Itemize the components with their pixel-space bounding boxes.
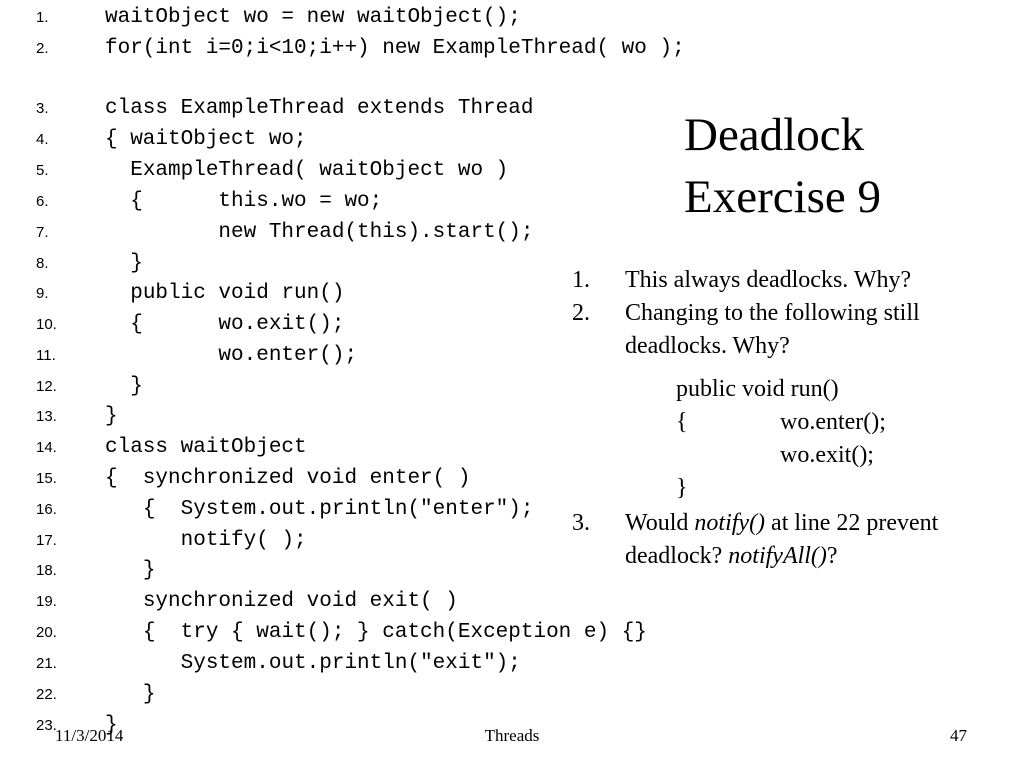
line-number: 7. [36,224,49,241]
question-number: 1. [572,267,590,293]
code-text: ExampleThread( waitObject wo ) [130,159,509,182]
line-number: 18. [36,562,57,579]
question-text: This always deadlocks. Why? [625,267,912,293]
line-number: 3. [36,100,49,117]
page-number: 47 [950,726,967,745]
footer-date: 11/3/2014 [55,726,124,745]
snippet-line: wo.exit(); [676,439,1012,472]
snippet-text: wo.exit(); [780,442,874,468]
code-text: } [105,714,118,737]
line-number: 12. [36,378,57,395]
line-number: 13. [36,408,57,425]
slide-title: Deadlock Exercise 9 [684,104,881,228]
question-2: 2. Changing to the following still deadl… [572,297,1012,363]
code-text: { synchronized void enter( ) [105,467,471,490]
code-snippet: public void run() { wo.enter(); wo.exit();} [676,373,1012,505]
code-text: wo.enter(); [218,344,358,367]
emphasis-notifyall: notifyAll() [728,543,827,569]
snippet-brace: } [676,475,688,501]
question-number: 2. [572,300,590,326]
snippet-line: public void run() [676,373,1012,406]
code-text: { waitObject wo; [105,128,307,151]
line-number: 21. [36,655,57,672]
code-text: } [105,405,118,428]
code-text: } [130,375,143,398]
line-number: 16. [36,501,57,518]
code-text: synchronized void exit( ) [142,590,458,613]
question-text: Changing to the following still deadlock… [625,300,920,359]
title-line-2: Exercise 9 [684,171,882,223]
code-text: System.out.println("exit"); [180,652,521,675]
title-line-1: Deadlock [684,109,865,161]
line-number: 19. [36,593,57,610]
line-number: 10. [36,316,57,333]
code-text: { System.out.println("enter"); [142,498,534,521]
code-text: class waitObject [105,436,307,459]
code-text: for(int i=0;i<10;i++) new ExampleThread(… [105,37,685,60]
snippet-line: } [676,472,1012,505]
line-number: 15. [36,470,57,487]
emphasis-notify: notify() [694,510,766,536]
snippet-brace: { [676,409,688,435]
line-number: 1. [36,9,49,26]
code-text: class ExampleThread extends Thread [105,97,534,120]
line-number: 4. [36,131,49,148]
code-text: public void run() [130,282,345,305]
line-number: 2. [36,40,49,57]
line-number: 22. [36,686,57,703]
line-number: 9. [36,285,49,302]
line-number: 11. [36,347,56,364]
code-text: { try { wait(); } catch(Exception e) {} [142,621,647,644]
question-number: 3. [572,510,590,536]
code-text: { this.wo = wo; [130,190,383,213]
code-text: { wo.exit(); [130,313,345,336]
question-3: 3. Would notify() at line 22 prevent dea… [572,507,1012,573]
question-list: 1. This always deadlocks. Why? 2. Changi… [572,264,1012,573]
snippet-text: wo.enter(); [780,409,886,435]
code-text: } [142,683,156,706]
code-text: notify( ); [180,529,307,552]
snippet-text: public void run() [676,376,839,402]
question-text: Would notify() at line 22 prevent deadlo… [625,510,939,569]
line-number: 8. [36,255,49,272]
line-number: 20. [36,624,57,641]
code-text: waitObject wo = new waitObject(); [105,6,521,29]
footer-title: Threads [484,726,540,745]
code-text: } [130,252,143,275]
line-number: 17. [36,532,57,549]
code-text: } [142,559,156,582]
line-number: 14. [36,439,57,456]
snippet-line: { wo.enter(); [676,406,1012,439]
line-number: 23. [36,717,57,734]
line-number: 6. [36,193,49,210]
code-text: new Thread(this).start(); [218,221,534,244]
line-number: 5. [36,162,49,179]
question-1: 1. This always deadlocks. Why? [572,264,1012,297]
